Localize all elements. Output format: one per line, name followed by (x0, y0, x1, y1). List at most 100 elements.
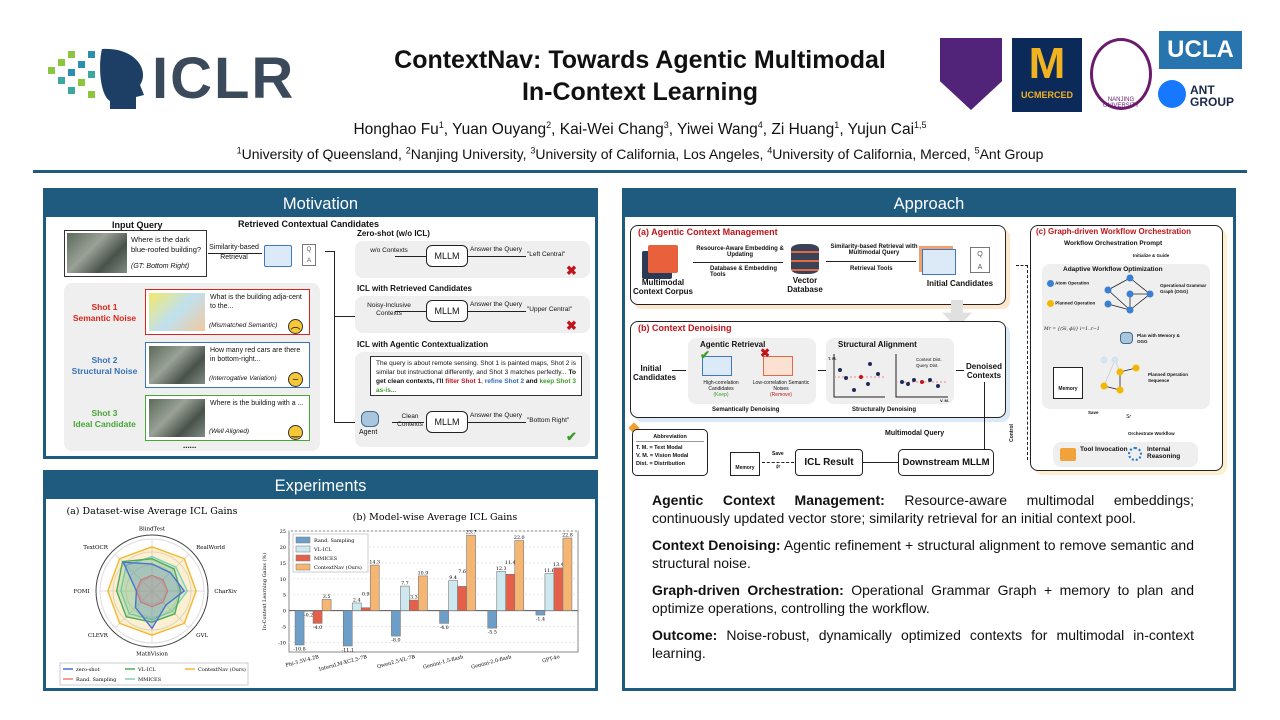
paragraph-text: Noise-robust, dynamically optimized cont… (652, 627, 1194, 661)
shot-question: Where is the building with a ... (210, 400, 304, 407)
radar-series-rand-sampling (135, 574, 169, 608)
query-image (67, 233, 127, 273)
memory-box: Memory (730, 452, 760, 476)
happy-face-icon: ‿ (288, 425, 303, 440)
y-tick-label: 20 (280, 545, 286, 551)
radar-axis-label: BlindTest (139, 527, 166, 533)
paragraph-label: Graph-driven Orchestration: (652, 582, 844, 598)
shot-card: Where is the building with a ... (Well A… (145, 395, 310, 441)
abbreviation-title: Abbreviation (636, 433, 704, 442)
radar-series-zero-shot (122, 561, 186, 630)
author: Yujun Cai1,5 (847, 120, 927, 139)
bar-value-label: 22.8 (562, 533, 573, 539)
radar-legend (59, 662, 249, 686)
bar (544, 573, 555, 611)
bar (409, 599, 419, 611)
internal-reasoning-label: Internal Reasoning (1147, 446, 1181, 460)
image-candidate-icon (264, 245, 292, 267)
control-label: Control (1008, 424, 1015, 442)
high-correlation-label: High-correlation Candidates(Keep) (703, 380, 739, 398)
corpus-label: Multimodal Context Corpus (633, 278, 693, 296)
legend-swatch (295, 563, 311, 571)
radar-outer-ring (95, 534, 209, 648)
radar-chart: (a) Dataset-wise Average ICL GainsBlindT… (59, 506, 249, 686)
bar-value-label: 14.3 (369, 560, 380, 566)
answer-text: "Upper Central" (527, 306, 573, 313)
neutral-face-icon: – (288, 372, 303, 387)
agentic-retrieval-title: Agentic Retrieval (700, 340, 766, 349)
radar-axis (114, 553, 153, 592)
x-tick-label: GPT-4o (542, 654, 561, 664)
shot-question: What is the building adja-cent to the... (210, 294, 302, 310)
radar-axis-label: GVL (196, 633, 208, 639)
cross-icon: ✖ (566, 318, 577, 333)
bar-value-label: 11.6 (544, 568, 555, 574)
bar (553, 567, 564, 611)
planned-sequence-graph (1100, 356, 1140, 394)
multimodal-query-label: Multimodal Query (885, 430, 945, 437)
scenario-input: w/o Contexts (370, 247, 408, 254)
bar (448, 580, 458, 611)
answer-text: "Left Central" (527, 251, 566, 258)
structural-alignment-title: Structural Alignment (838, 340, 917, 349)
bar-value-label: 3.3 (410, 595, 418, 601)
bar (457, 586, 467, 611)
radar-axis (151, 590, 190, 629)
orchestration-prompt: Workflow Orchestration Prompt (1064, 240, 1163, 247)
affiliation-list: 1University of Queensland, 2Nanjing Univ… (150, 145, 1130, 162)
ucmerced-logo: M UCMERCED (1012, 38, 1082, 112)
radar-axis-label: MathVision (136, 651, 168, 657)
vm-axis: V. M. (940, 398, 949, 403)
shot-question: How many red cars are there in bottom-ri… (210, 347, 301, 363)
bar (496, 571, 507, 611)
iclr-wordmark: ICLR (152, 46, 296, 111)
phi-label: ϕr (776, 464, 781, 470)
corpus-icon (648, 245, 678, 273)
bar-chart-title: (b) Model-wise Average ICL Gains (353, 512, 518, 523)
answer-text: "Bottom Right" (527, 417, 570, 424)
retrieval-tools-label: Retrieval Tools (850, 266, 893, 272)
save-label: Save (1088, 410, 1099, 415)
ucmerced-text: UCMERCED (1020, 90, 1073, 100)
scenario-input: Clean Contexts (397, 413, 423, 428)
abbreviation-item: Dist. = Distribution (636, 461, 686, 467)
author: Kai-Wei Chang3 (559, 120, 669, 139)
bar (294, 610, 305, 646)
low-correlation-label: Low-correlation Semantic Noises(Remove) (752, 380, 810, 398)
icl-result-box: ICL Result (795, 449, 863, 476)
answer-edge-label: Answer the Query (470, 301, 523, 308)
shot-image (149, 293, 205, 331)
answer-edge-label: Answer the Query (470, 246, 523, 253)
scenario-row (355, 241, 590, 278)
panel-title: Motivation (46, 191, 595, 217)
paragraph-label: Context Denoising: (652, 537, 781, 553)
shot-image (149, 399, 205, 437)
orchestrate-label: Orchestrate Workflow (1128, 431, 1175, 436)
shot-note: (Well Aligned) (209, 428, 250, 435)
tool-invocation-label: Tool Invocation (1080, 446, 1128, 453)
x-tick-label: Gemini-2.0-flash (471, 654, 513, 671)
initial-candidates-icon (922, 249, 956, 275)
bar-value-label: -0.2 (304, 613, 313, 619)
shot-card: What is the building adja-cent to the...… (145, 289, 310, 335)
agent-label: Agent (359, 429, 378, 436)
sr-label: Sr (1126, 414, 1131, 420)
section-b-title: (b) Context Denoising (638, 323, 732, 333)
toolbox-icon (1060, 448, 1076, 461)
mllm-box: MLLM (426, 411, 468, 433)
sequence-label: Planned Operation Sequence (1148, 372, 1189, 383)
section-c-title: (c) Graph-driven Workflow Orchestration (1036, 227, 1191, 236)
initial-candidates-input: Initial Candidates (633, 364, 677, 382)
bar-value-label: 3.5 (323, 594, 331, 600)
sad-face-icon: ︵ (288, 319, 303, 334)
affiliation: 3University of California, Los Angeles, (530, 145, 768, 162)
remove-candidate-icon (763, 356, 793, 376)
input-query-card: Where is the dark blue-roofed building? … (64, 230, 207, 277)
control-dashed-line (1016, 265, 1028, 460)
author-list: Honghao Fu1, Yuan Ouyang2, Kai-Wei Chang… (353, 120, 927, 139)
keep-candidate-icon (702, 356, 732, 376)
author: Yiwei Wang4 (677, 120, 763, 139)
legend-swatch (295, 554, 311, 562)
affiliation: 1University of Queensland, (236, 145, 406, 162)
